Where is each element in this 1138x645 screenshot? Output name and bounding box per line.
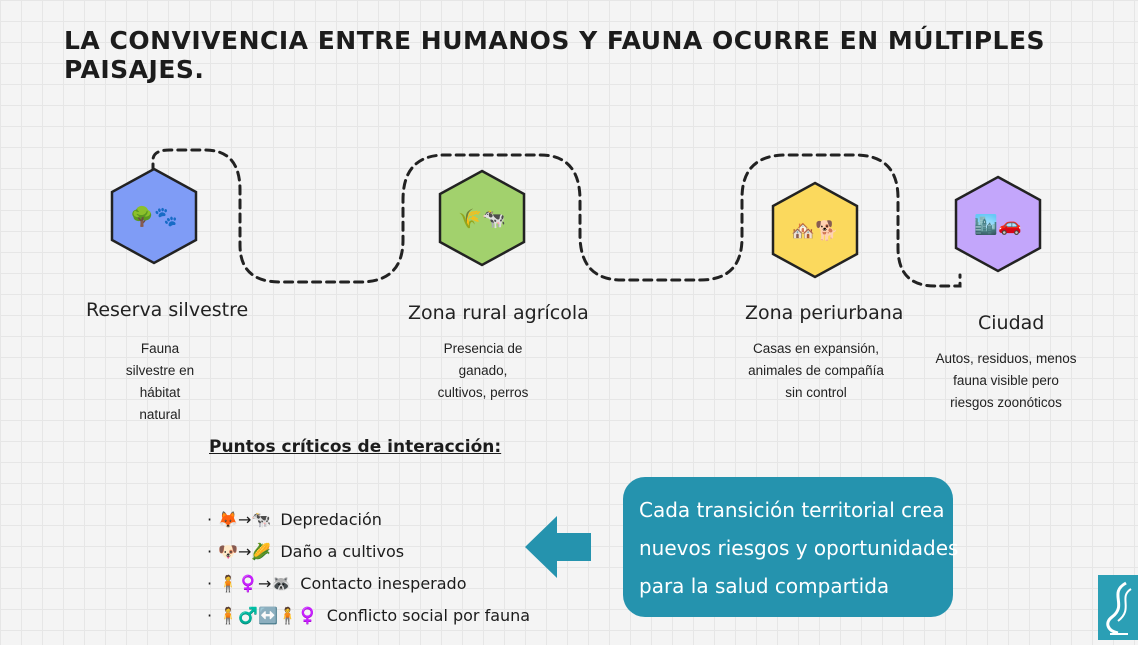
list-item-label: Daño a cultivos [280, 541, 405, 561]
fox-cow-icon: 🦊→🐄 [218, 509, 272, 529]
hex-rural: 🌾🐄 [436, 168, 528, 268]
stage-desc-periurbana: Casas en expansión,animales de compañía … [748, 341, 884, 400]
forest-paw-icon: 🌳🐾 [130, 205, 178, 228]
people-conflict-icon: 🧍♂️↔️🧍♀️ [218, 605, 318, 625]
list-item-label: Contacto inesperado [300, 573, 467, 593]
list-item: · 🧍♂️↔️🧍♀️ Conflicto social por fauna [207, 605, 531, 625]
person-raccoon-icon: 🧍♀️→🦝 [218, 573, 292, 593]
hex-reserva: 🌳🐾 [108, 166, 200, 266]
critical-points-title: Puntos críticos de interacción: [209, 437, 502, 457]
logo [1098, 575, 1138, 640]
hex-periurbana: 🏘️🐕 [769, 180, 861, 280]
list-item: · 🐶→🌽 Daño a cultivos [207, 541, 405, 561]
crop-cow-icon: 🌾🐄 [458, 207, 506, 230]
houses-dog-icon: 🏘️🐕 [791, 219, 839, 242]
city-car-icon: 🏙️🚗 [974, 213, 1022, 236]
critical-points-list: · 🦊→🐄 Depredación · 🐶→🌽 Daño a cultivos … [207, 503, 530, 631]
callout-box: Cada transición territorial crea nuevos … [623, 477, 959, 617]
callout-line: para la salud compartida [639, 574, 890, 598]
list-item: · 🧍♀️→🦝 Contacto inesperado [207, 573, 467, 593]
page-title: LA CONVIVENCIA ENTRE HUMANOS Y FAUNA OCU… [64, 26, 1046, 84]
stage-name-ciudad: Ciudad [978, 312, 1045, 334]
list-item-label: Conflicto social por fauna [326, 605, 531, 625]
list-item-label: Depredación [280, 509, 382, 529]
hex-ciudad: 🏙️🚗 [952, 174, 1044, 274]
list-item: · 🦊→🐄 Depredación [207, 509, 382, 529]
stage-name-periurbana: Zona periurbana [745, 302, 904, 324]
stage-name-rural: Zona rural agrícola [408, 302, 589, 324]
dog-corn-icon: 🐶→🌽 [218, 541, 272, 561]
stage-name-reserva: Reserva silvestre [86, 299, 249, 321]
logo-mark-icon [1106, 581, 1132, 635]
arrow-left-icon [525, 516, 591, 578]
callout-line: nuevos riesgos y oportunidades [639, 536, 959, 560]
callout-line: Cada transición territorial crea [639, 498, 945, 522]
